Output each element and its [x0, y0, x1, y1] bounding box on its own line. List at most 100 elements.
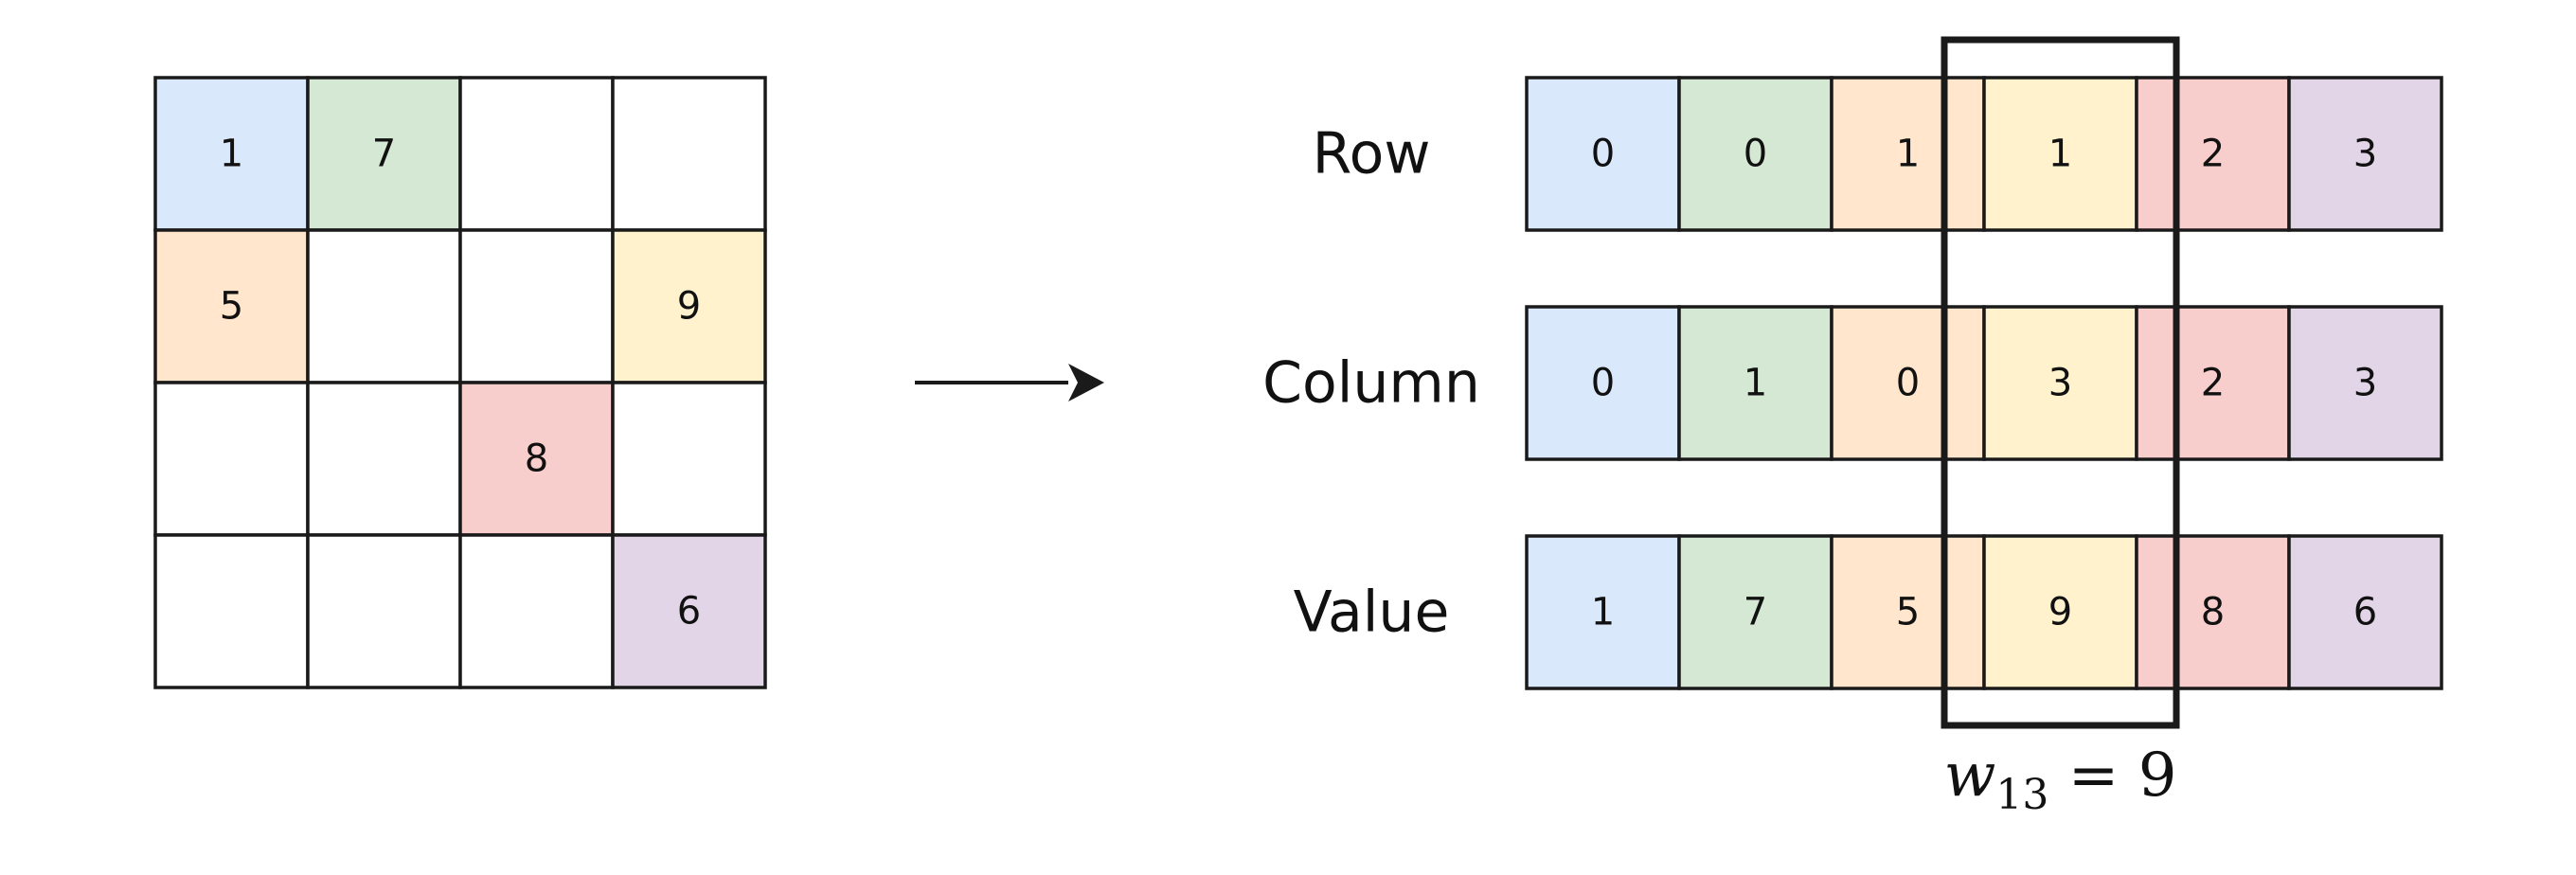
- array-cell-value: 3: [2353, 362, 2377, 405]
- matrix-cell: [458, 533, 615, 689]
- equation-rest: = 9: [2048, 741, 2176, 811]
- matrix-cell: [153, 533, 310, 689]
- highlight-box: [1941, 36, 2180, 729]
- matrix-cell-box: [611, 533, 767, 689]
- arrow-icon: [1068, 364, 1104, 402]
- array-cell-box: [1982, 76, 2138, 232]
- matrix-cell-box: [306, 533, 462, 689]
- array-cell-box: [1677, 534, 1834, 690]
- matrix-cell: [611, 381, 767, 537]
- matrix-cell: [153, 381, 310, 537]
- matrix-cell-box: [611, 381, 767, 537]
- matrix-cell-box: [611, 76, 767, 232]
- matrix-cell-box: [611, 228, 767, 384]
- matrix-cell-value: 7: [372, 133, 396, 176]
- matrix-cell-value: 6: [677, 590, 701, 634]
- array-cell-box: [1677, 305, 1834, 461]
- array-cell: 1: [1982, 76, 2138, 232]
- array-column: Column 0 1 0 3 2 3: [1262, 305, 2443, 461]
- matrix-cell-value: 8: [525, 438, 548, 481]
- array-cell-box: [1830, 534, 1986, 690]
- array-cell-box: [1830, 305, 1986, 461]
- array-cell: 5: [1830, 534, 1986, 690]
- matrix-cell-value: 9: [677, 285, 701, 329]
- array-cell-value: 5: [1896, 591, 1920, 634]
- sparse-matrix-grid: 1 7 5 9 8 6: [153, 76, 767, 689]
- array-cell-value: 2: [2201, 362, 2225, 405]
- array-value: Value 1 7 5 9 8 6: [1294, 534, 2443, 690]
- array-cell: 7: [1677, 534, 1834, 690]
- array-cell-value: 0: [1591, 362, 1615, 405]
- array-cell: 2: [2135, 305, 2291, 461]
- conversion-arrow: [915, 364, 1104, 402]
- matrix-cell-box: [153, 381, 310, 537]
- matrix-cell-box: [306, 228, 462, 384]
- array-cell: 9: [1982, 534, 2138, 690]
- array-cell-box: [2287, 534, 2443, 690]
- array-cell-value: 1: [2048, 133, 2072, 176]
- matrix-cell: [458, 228, 615, 384]
- array-cell-value: 1: [1744, 362, 1767, 405]
- matrix-cell: [306, 533, 462, 689]
- array-cell: 6: [2287, 534, 2443, 690]
- array-cell: 0: [1677, 76, 1834, 232]
- matrix-cell: 8: [458, 381, 615, 537]
- array-cell-value: 9: [2048, 591, 2072, 634]
- array-cell: 8: [2135, 534, 2291, 690]
- array-cell-box: [2135, 534, 2291, 690]
- array-cell-box: [2287, 305, 2443, 461]
- equation-subscript: 13: [1995, 771, 2048, 819]
- matrix-cell-box: [153, 76, 310, 232]
- array-cell-value: 2: [2201, 133, 2225, 176]
- equation-var: w: [1944, 741, 1996, 811]
- array-label: Value: [1294, 580, 1450, 646]
- array-label: Column: [1262, 350, 1480, 417]
- array-cell-value: 8: [2201, 591, 2225, 634]
- matrix-cell-box: [458, 76, 615, 232]
- array-cell-value: 3: [2048, 362, 2072, 405]
- matrix-cell-box: [458, 228, 615, 384]
- array-cell-box: [1982, 305, 2138, 461]
- matrix-cell-box: [153, 533, 310, 689]
- matrix-cell-box: [458, 533, 615, 689]
- array-cell-box: [2135, 76, 2291, 232]
- matrix-cell: [306, 381, 462, 537]
- matrix-cell: [306, 228, 462, 384]
- matrix-cell: 1: [153, 76, 310, 232]
- matrix-cell: 6: [611, 533, 767, 689]
- array-cell: 0: [1525, 305, 1681, 461]
- array-cell-value: 7: [1744, 591, 1767, 634]
- matrix-cell-box: [306, 381, 462, 537]
- array-cell-value: 0: [1896, 362, 1920, 405]
- array-cell: 0: [1830, 305, 1986, 461]
- equation-label: w13 = 9: [1944, 741, 2177, 819]
- matrix-cell: 7: [306, 76, 462, 232]
- matrix-cell: [611, 76, 767, 232]
- array-cell-box: [2135, 305, 2291, 461]
- matrix-cell-box: [306, 76, 462, 232]
- array-cell: 3: [1982, 305, 2138, 461]
- array-cell-value: 1: [1896, 133, 1920, 176]
- array-cell-value: 3: [2353, 133, 2377, 176]
- array-cell: 3: [2287, 305, 2443, 461]
- matrix-cell-value: 1: [220, 133, 243, 176]
- array-cell-box: [1525, 534, 1681, 690]
- matrix-cell-value: 5: [220, 285, 243, 329]
- array-cell-value: 6: [2353, 591, 2377, 634]
- matrix-cell: [458, 76, 615, 232]
- array-cell: 3: [2287, 76, 2443, 232]
- array-cell: 2: [2135, 76, 2291, 232]
- array-cell-box: [1830, 76, 1986, 232]
- array-cell-value: 1: [1591, 591, 1615, 634]
- array-label: Row: [1313, 121, 1431, 188]
- array-cell-box: [2287, 76, 2443, 232]
- matrix-cell: 9: [611, 228, 767, 384]
- array-cell: 1: [1677, 305, 1834, 461]
- array-row: Row 0 0 1 1 2 3: [1313, 76, 2443, 232]
- array-cell-value: 0: [1744, 133, 1767, 176]
- array-cell-value: 0: [1591, 133, 1615, 176]
- array-cell: 1: [1830, 76, 1986, 232]
- array-cell: 1: [1525, 534, 1681, 690]
